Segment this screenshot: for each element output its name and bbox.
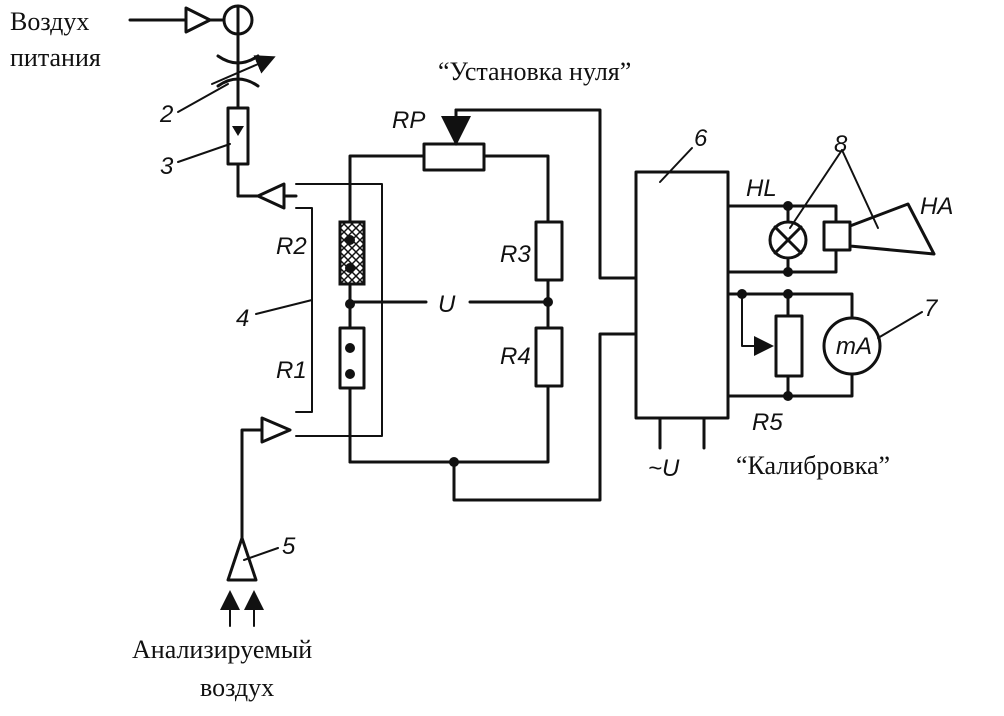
- milliammeter-icon: [822, 316, 882, 376]
- ha-label: HA: [920, 193, 953, 220]
- r3-label: R3: [500, 241, 531, 268]
- rp-zero-potentiometer: [422, 142, 486, 172]
- supply-air-label-line1: Воздух: [10, 7, 89, 36]
- supply-air-label-line2: питания: [10, 43, 101, 72]
- callout-5: 5: [282, 533, 296, 560]
- callout-7: 7: [924, 295, 939, 322]
- callout-8: 8: [834, 131, 848, 158]
- r4-resistor: [534, 326, 564, 388]
- analyzed-air-inlet: [220, 416, 292, 627]
- ma-label: mA: [836, 333, 872, 360]
- rp-label: RP: [392, 107, 425, 134]
- calibration-branch: [726, 289, 882, 401]
- supply-line: [211, 32, 298, 210]
- r5-label: R5: [752, 409, 783, 436]
- measuring-bridge: [348, 108, 638, 502]
- r2-label: R2: [276, 233, 307, 260]
- r4-label: R4: [500, 343, 531, 370]
- analyzed-air-label-line2: воздух: [200, 673, 274, 702]
- r5-calibration-resistor: [774, 314, 804, 378]
- calibration-label: “Калибровка”: [736, 451, 890, 480]
- hl-lamp-icon: [768, 220, 808, 260]
- lower-nozzle-icon: [260, 416, 292, 444]
- supply-air-inlet: [128, 4, 254, 36]
- callout-leaders: [177, 83, 923, 561]
- amplifier-block-6: [634, 170, 730, 450]
- callout-6: 6: [694, 125, 708, 152]
- r1-reference-element: [338, 326, 366, 390]
- callout-2: 2: [159, 101, 173, 128]
- alarm-branch: [726, 201, 936, 277]
- upper-nozzle-icon: [256, 182, 286, 210]
- r2-sensing-element: [338, 220, 366, 286]
- ha-horn-icon: [848, 202, 936, 256]
- ac-voltage-label: ~U: [648, 455, 680, 482]
- r1-label: R1: [276, 357, 307, 384]
- callout-3: 3: [160, 153, 174, 180]
- analyzed-air-label-line1: Анализируемый: [132, 635, 312, 664]
- callout-4: 4: [236, 305, 249, 332]
- hl-label: HL: [746, 175, 777, 202]
- ha-horn-body: [822, 220, 852, 252]
- sensor-block: [295, 158, 383, 464]
- bridge-voltage-label: U: [438, 291, 456, 318]
- intake-funnel-icon: [226, 536, 258, 582]
- r3-resistor: [534, 220, 564, 282]
- zero-setting-label: “Установка нуля”: [438, 57, 631, 86]
